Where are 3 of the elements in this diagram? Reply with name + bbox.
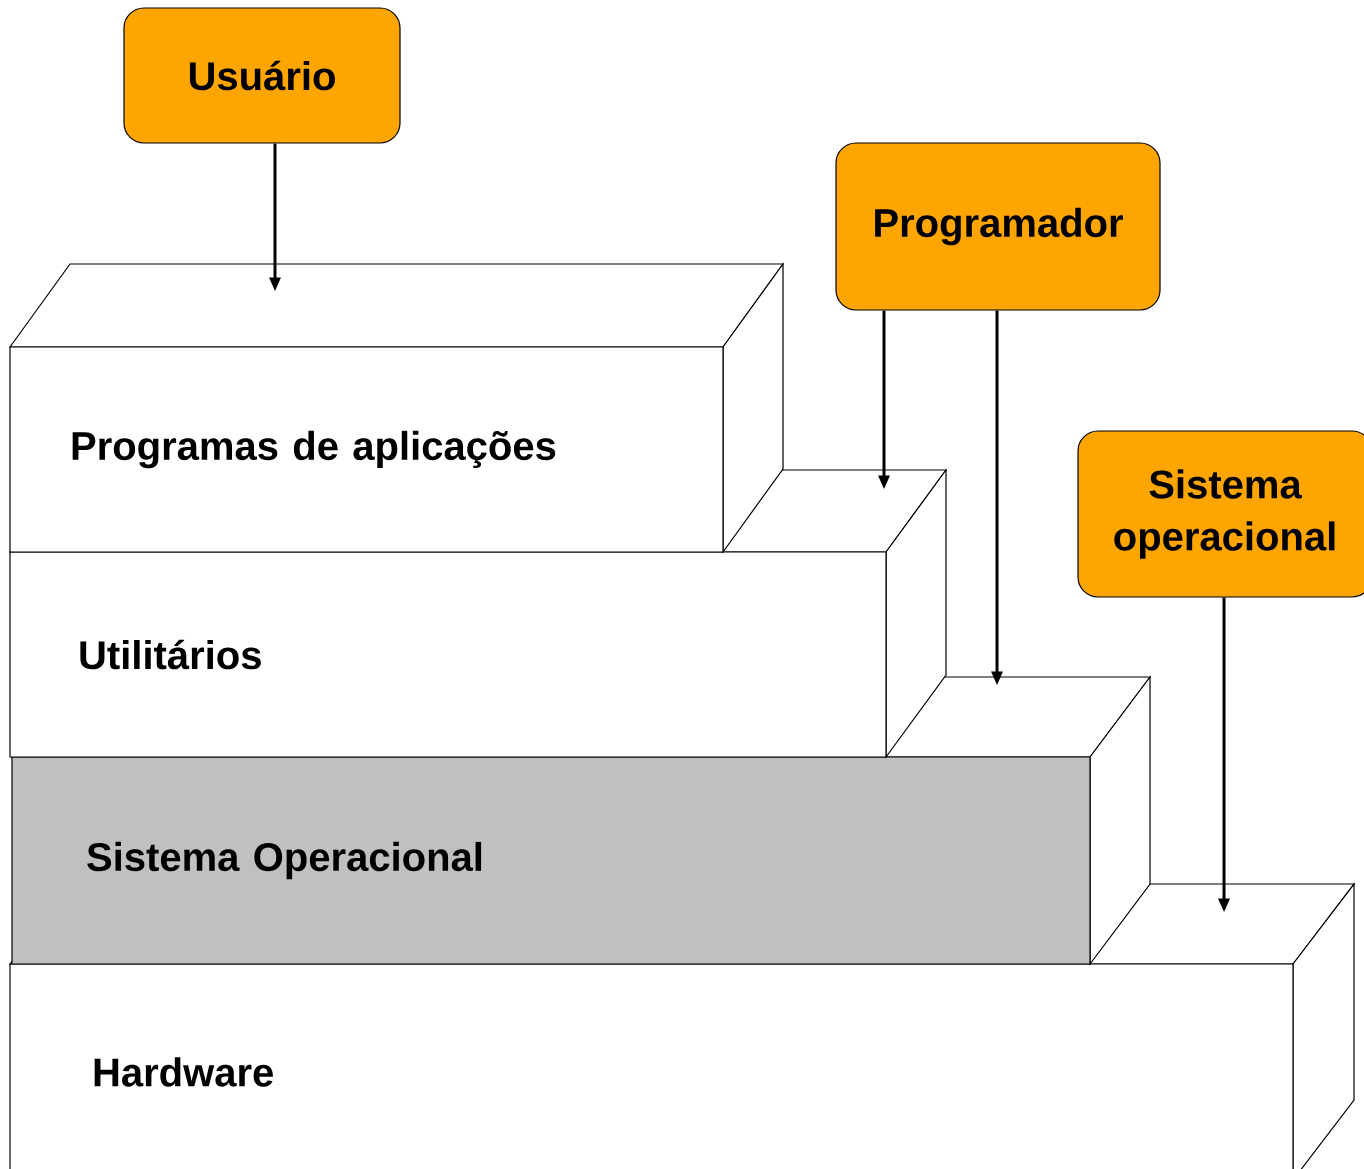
actor-box: Sistema operacional (1077, 430, 1364, 598)
actor-box: Usuário (123, 7, 401, 144)
actor-box: Programador (835, 142, 1161, 311)
